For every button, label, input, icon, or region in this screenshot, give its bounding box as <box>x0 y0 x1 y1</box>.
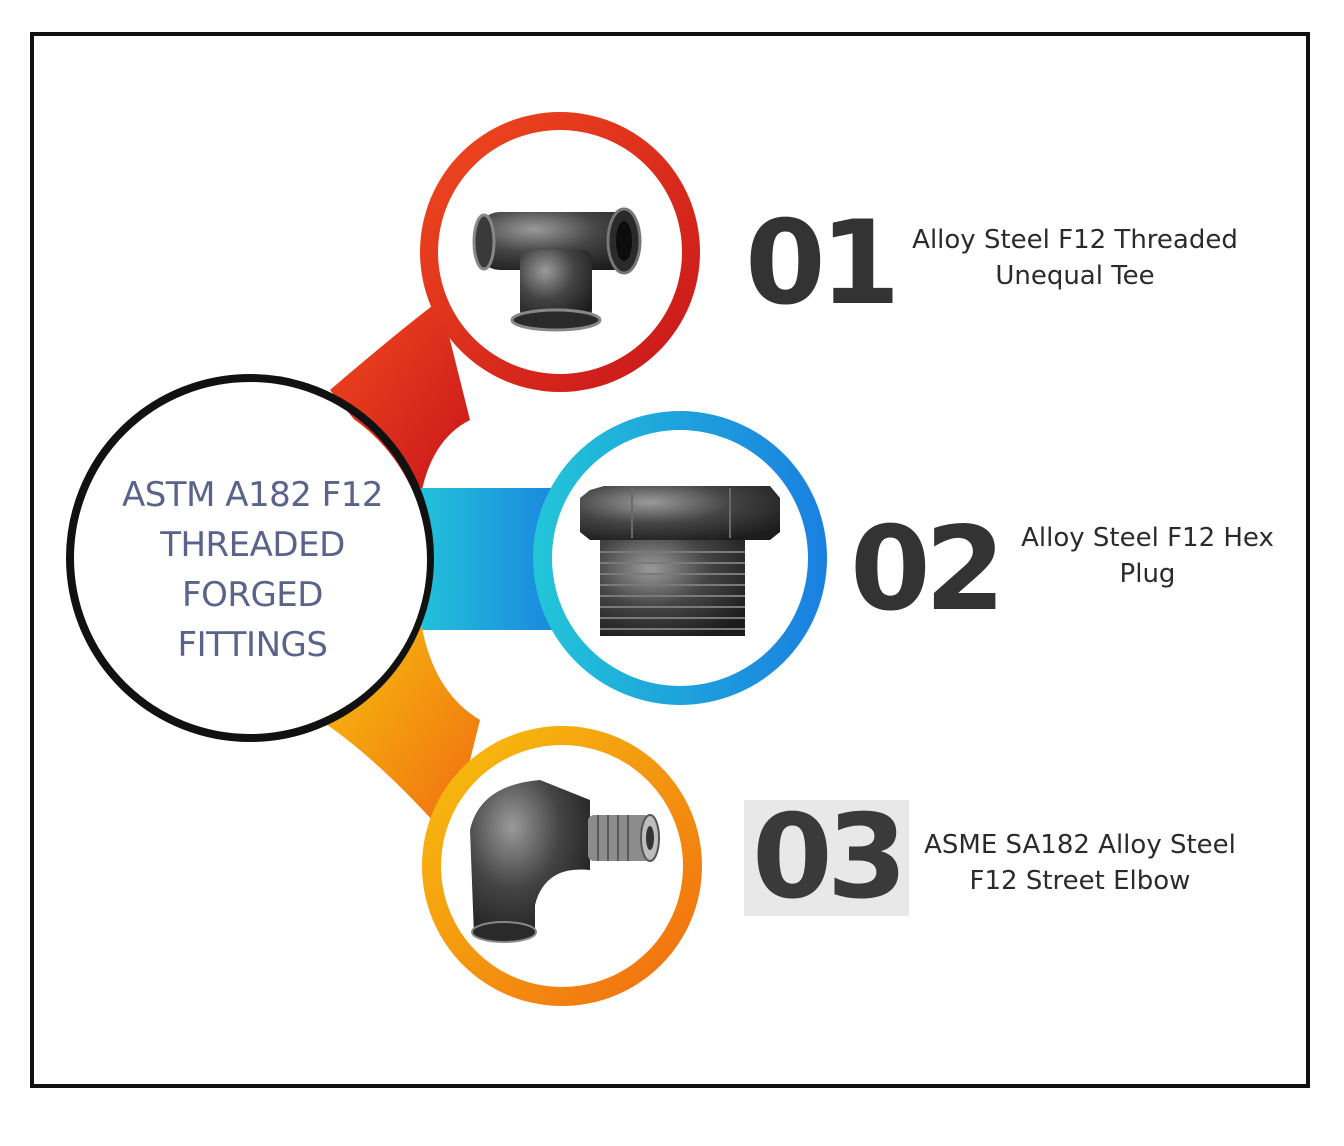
blue-connector <box>410 488 575 630</box>
item-description-line: Alloy Steel F12 Hex <box>1021 523 1274 553</box>
hex-plug-icon <box>580 486 780 636</box>
threaded-tee-icon <box>472 207 642 332</box>
street-elbow-icon <box>470 780 660 943</box>
hub-title-line: ASTM A182 F12 <box>121 475 384 515</box>
hub-title-line: FORGED <box>182 575 323 615</box>
item-number-01: 01 <box>745 196 900 331</box>
item-description-02: Alloy Steel F12 Hex Plug <box>1005 520 1290 592</box>
yellow-connector <box>320 615 480 840</box>
item-description-01: Alloy Steel F12 Threaded Unequal Tee <box>895 222 1255 294</box>
item-description-line: ASME SA182 Alloy Steel <box>924 830 1236 860</box>
item-description-line: Alloy Steel F12 Threaded <box>912 225 1238 255</box>
item-description-line: Plug <box>1119 559 1176 589</box>
hub-circle <box>83 388 427 732</box>
item-description-03: ASME SA182 Alloy Steel F12 Street Elbow <box>905 827 1255 899</box>
hub-title: ASTM A182 F12 THREADED FORGED FITTINGS <box>80 470 425 670</box>
item-description-line: F12 Street Elbow <box>969 866 1191 896</box>
outer-frame <box>30 32 1310 1088</box>
item-number-02: 02 <box>850 502 1005 637</box>
hub-ring <box>66 374 434 742</box>
hub-title-line: FITTINGS <box>177 625 328 665</box>
item-number-03: 03 <box>744 800 910 916</box>
hub-title-line: THREADED <box>160 525 345 565</box>
item-description-line: Unequal Tee <box>995 261 1155 291</box>
red-connector <box>330 300 470 500</box>
